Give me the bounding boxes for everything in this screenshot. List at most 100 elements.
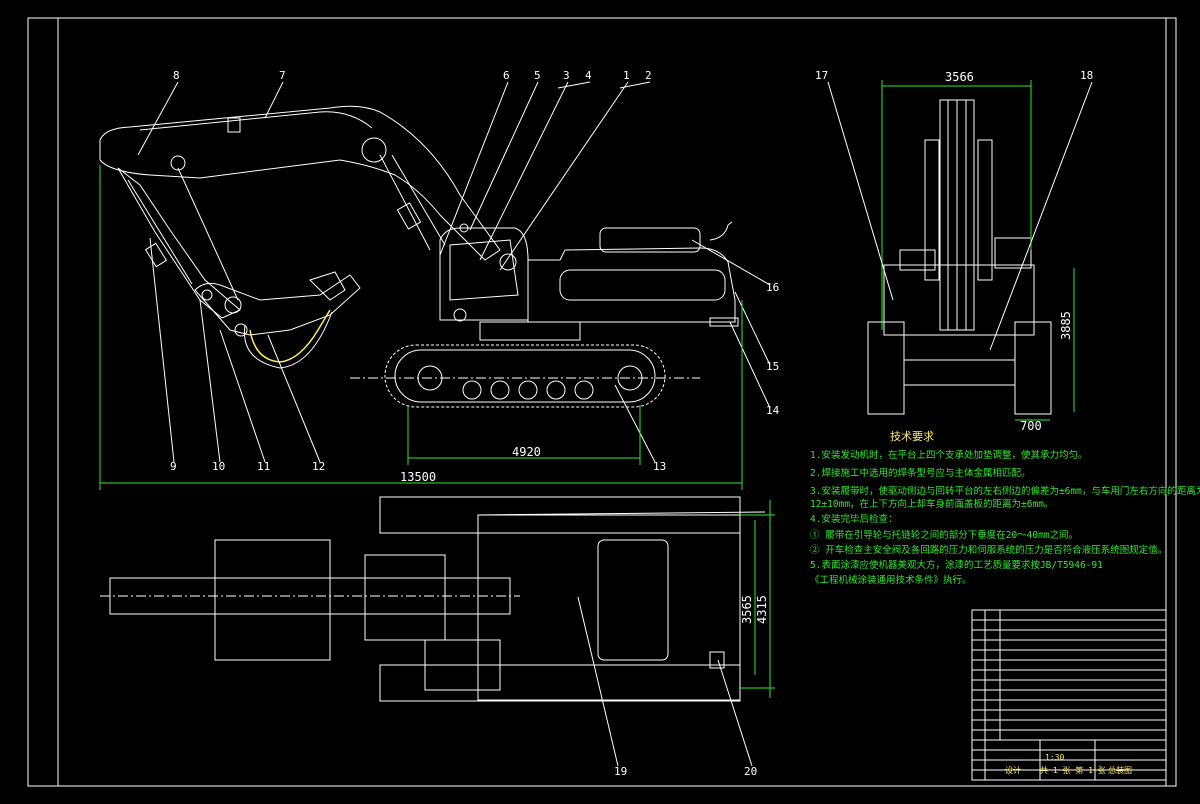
label-16: 16 [766, 281, 779, 294]
boom-cylinder-body [396, 202, 422, 230]
bucket-tooth [309, 271, 346, 301]
label-8: 8 [173, 69, 180, 82]
tech-req-line-6: ① 履带在引导轮与托链轮之间的部分下垂度在20～40mm之间。 [810, 529, 1078, 541]
top-engine-hood [597, 539, 669, 661]
tb-sheet: 共 1 张 第 1 张 [1040, 765, 1106, 775]
inner-border [57, 17, 1167, 787]
tb-designer: 设计 [1005, 765, 1021, 775]
boom-cylinder-a [379, 154, 431, 251]
front-exhaust-box [994, 237, 1032, 269]
label-14: 14 [766, 404, 780, 417]
bucket-outline [243, 311, 333, 369]
top-arm-base [364, 554, 446, 641]
label-15: 15 [766, 360, 779, 373]
label-5: 5 [534, 69, 541, 82]
dim-front-width: 3566 [945, 70, 974, 84]
tech-req-line-8: 5.表面涂漆应使机器美观大方，涂漆的工艺质量要求按JB/T5946-91 [810, 559, 1103, 571]
arm-pivot [170, 155, 186, 171]
rear-step [709, 317, 739, 327]
tech-req-line-5: 4.安装完毕后检查： [810, 513, 897, 525]
tech-req-line-4: 12±10mm，在上下方向上却车身前面盖板的距离为±6mm。 [810, 498, 1053, 510]
cab-foot [453, 308, 467, 322]
bucket-pin [224, 296, 242, 314]
arm [117, 167, 241, 319]
front-body [883, 264, 1035, 336]
cab-light [459, 223, 469, 233]
label-12: 12 [312, 460, 325, 473]
tech-req-line-2: 2.焊接施工中选用的焊条型号应与主体金属相匹配。 [810, 467, 1030, 479]
title-block-frame [971, 609, 1167, 781]
tech-req-line-3: 3.安装履带时，使驱动侧边与回转平台的左右侧边的偏差为±6mm，与车用门左右方向… [810, 485, 1200, 497]
boom-cylinder-b [391, 154, 446, 246]
top-track-lower [379, 664, 741, 702]
cab [439, 227, 529, 321]
boom-cylinder-clamp [227, 117, 241, 133]
bucket-linkage [194, 274, 361, 336]
front-cyl-right [977, 139, 993, 281]
bucket-link-rod [177, 167, 239, 301]
tech-req-title: 技术要求 [890, 430, 934, 443]
tech-requirements: 技术要求 1.安装发动机时，在平台上四个支承处加垫调整，使其承力均匀。 2.焊接… [810, 430, 1200, 586]
arm-cylinder [127, 179, 193, 285]
front-track-right [1014, 321, 1052, 415]
label-19: 19 [614, 765, 627, 778]
label-20: 20 [744, 765, 757, 778]
front-view [827, 80, 1093, 421]
exhaust-pipe [709, 221, 733, 241]
front-carbody [903, 359, 1016, 386]
top-housing [477, 514, 741, 701]
dim-front-height: 3885 [1059, 311, 1073, 340]
front-cab-top [899, 249, 936, 271]
label-11: 11 [257, 460, 270, 473]
dim-top-outer: 4315 [755, 595, 769, 624]
link-pin [234, 323, 248, 337]
label-6: 6 [503, 69, 510, 82]
upper-housing [527, 247, 736, 323]
label-9: 9 [170, 460, 177, 473]
boom [99, 105, 501, 261]
bucket-curve [249, 309, 331, 363]
cab-window [449, 239, 519, 301]
tech-req-line-9: 《工程机械涂装通用技术条件》执行。 [810, 574, 972, 586]
label-7: 7 [279, 69, 286, 82]
top-bucket [214, 539, 331, 661]
boom-pivot [361, 137, 387, 163]
title-block-rows [972, 619, 1166, 771]
dim-track-length: 4920 [512, 445, 541, 459]
dim-front-track: 700 [1020, 419, 1042, 433]
tb-drawing-name: 总装图 [1108, 765, 1132, 775]
dim-top-inner: 3565 [740, 595, 754, 624]
tb-scale: 1:30 [1045, 753, 1064, 762]
top-view [100, 496, 775, 767]
label-1: 1 [623, 69, 630, 82]
cab-pivot [499, 253, 517, 271]
label-17: 17 [815, 69, 828, 82]
top-cab-door [709, 651, 725, 669]
slewing-ring [479, 321, 581, 341]
tip-pin [201, 289, 213, 301]
dim-overall-length: 13500 [400, 470, 436, 484]
title-block: 设计 1:30 共 1 张 第 1 张 总装图 [971, 609, 1167, 781]
tech-req-line-7: ② 开车检查主安全阀及各回路的压力和伺服系统的压力是否符合液压系统图规定值。 [810, 544, 1167, 556]
front-leaders [827, 81, 1093, 351]
top-cab [424, 639, 501, 691]
road-wheels [417, 365, 643, 400]
label-18: 18 [1080, 69, 1093, 82]
label-2: 2 [645, 69, 652, 82]
counterweight [559, 269, 726, 301]
front-track-left [867, 321, 905, 415]
label-4: 4 [585, 69, 592, 82]
label-3: 3 [563, 69, 570, 82]
boom-edge [139, 111, 373, 131]
track-shoes [384, 344, 666, 408]
tech-req-line-1: 1.安装发动机时，在平台上四个支承处加垫调整，使其承力均匀。 [810, 449, 1087, 461]
engine-hood [599, 227, 701, 253]
front-cyl-left [924, 139, 940, 281]
side-view [99, 81, 771, 490]
arm-cylinder-body [144, 242, 168, 268]
track-frame [394, 349, 656, 403]
top-leaders [577, 596, 753, 767]
leader-lines [137, 81, 771, 463]
label-10: 10 [212, 460, 225, 473]
